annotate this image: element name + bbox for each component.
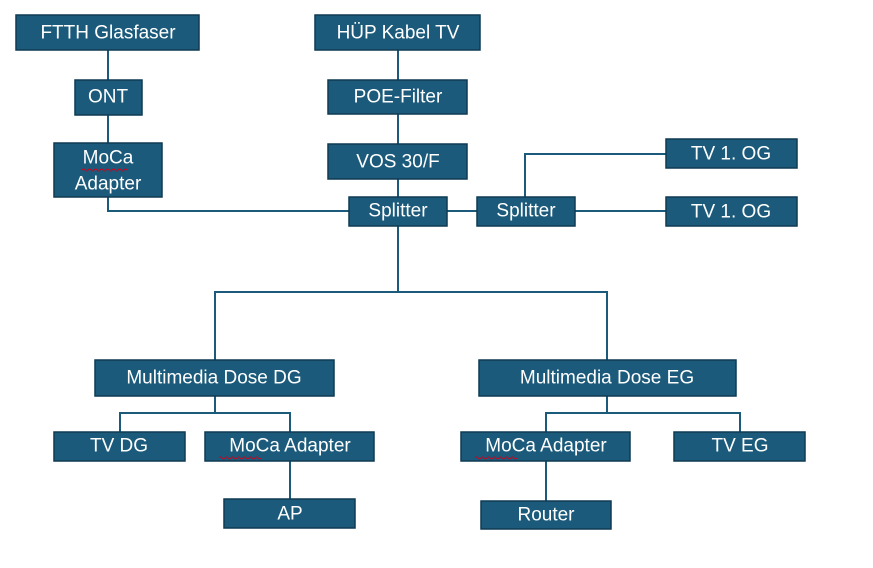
- node-moca-eg-label: MoCa Adapter: [485, 436, 607, 457]
- spellcheck-underline: [218, 456, 262, 460]
- node-router: Router: [480, 500, 612, 530]
- node-multimedia-dose-dg: Multimedia Dose DG: [94, 359, 335, 397]
- node-huep-label: HÜP Kabel TV: [337, 23, 460, 44]
- node-splitter-secondary-label: Splitter: [496, 201, 556, 222]
- node-moca-top-line1: MoCa: [83, 148, 134, 169]
- node-moca-adapter-top: MoCa Adapter: [53, 142, 163, 198]
- node-tv-1-og-a: TV 1. OG: [665, 138, 798, 169]
- node-poe-label: POE-Filter: [354, 87, 443, 108]
- node-multimedia-dose-eg: Multimedia Dose EG: [478, 359, 737, 397]
- node-splitter-main-label: Splitter: [368, 201, 428, 222]
- node-poe-filter: POE-Filter: [327, 79, 468, 115]
- edge-splitter-mm-eg: [398, 291, 608, 360]
- connector-lines: [107, 50, 741, 501]
- node-tv-og-1-label: TV 1. OG: [691, 144, 771, 165]
- edge-mm-dg-moca-dg: [215, 412, 291, 432]
- node-ap: AP: [223, 498, 356, 529]
- node-ont: ONT: [74, 79, 143, 116]
- node-ftth-label: FTTH Glasfaser: [40, 23, 176, 44]
- node-tv-eg: TV EG: [673, 431, 806, 462]
- node-router-label: Router: [517, 505, 575, 526]
- node-moca-adapter-eg: MoCa Adapter: [460, 431, 631, 462]
- node-moca-dg-label: MoCa Adapter: [229, 436, 351, 457]
- node-vos-30f: VOS 30/F: [327, 143, 468, 180]
- node-moca-adapter-dg: MoCa Adapter: [204, 431, 375, 462]
- node-moca-top-line2: Adapter: [75, 174, 142, 195]
- node-tv-dg: TV DG: [53, 431, 186, 462]
- edge-mm-eg-tv-eg: [607, 412, 741, 432]
- node-mm-eg-label: Multimedia Dose EG: [520, 368, 694, 389]
- node-splitter-main: Splitter: [348, 196, 448, 227]
- edge-mm-dg-tv-dg: [119, 396, 216, 432]
- node-vos-label: VOS 30/F: [356, 152, 439, 173]
- spellcheck-underline: [81, 168, 128, 172]
- node-tv-eg-label: TV EG: [711, 436, 768, 457]
- edge-splitter-mm-dg: [214, 226, 399, 360]
- node-ap-label: AP: [277, 504, 302, 525]
- node-ftth-glasfaser: FTTH Glasfaser: [15, 14, 200, 51]
- node-splitter-secondary: Splitter: [476, 196, 576, 227]
- node-tv-dg-label: TV DG: [90, 436, 148, 457]
- node-tv-og-2-label: TV 1. OG: [691, 202, 771, 223]
- node-tv-1-og-b: TV 1. OG: [665, 196, 798, 227]
- node-huep-kabel-tv: HÜP Kabel TV: [314, 14, 481, 51]
- spellcheck-underline: [474, 456, 518, 460]
- edge-splitter2-tv-og-1: [524, 153, 666, 197]
- edge-moca-splitter: [107, 197, 349, 212]
- node-ont-label: ONT: [88, 87, 129, 108]
- node-mm-dg-label: Multimedia Dose DG: [126, 368, 301, 389]
- edge-mm-eg-moca-eg: [545, 396, 608, 432]
